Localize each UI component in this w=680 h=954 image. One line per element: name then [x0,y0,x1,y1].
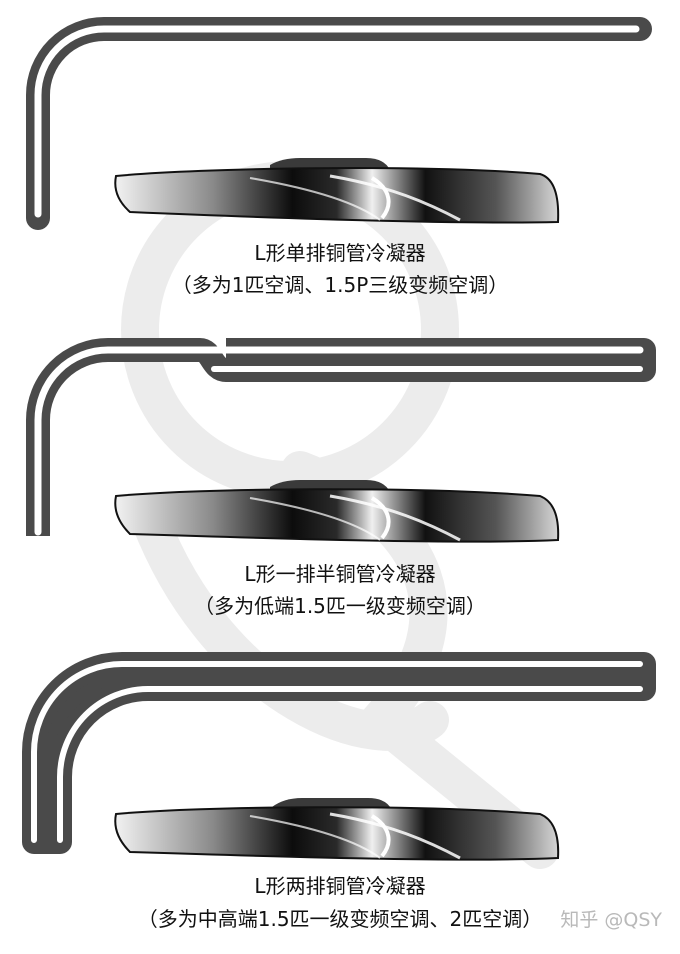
panel-2-note: （多为低端1.5匹一级变频空调） [194,594,486,618]
tube-single-row [26,17,652,230]
panel-1-note: （多为1匹空调、1.5P三级变频空调） [171,273,509,297]
panel-1-title: L形单排铜管冷凝器 [254,241,426,265]
fan-blade-2 [114,480,560,543]
tube-two-row [22,652,656,854]
fan-blade-3 [114,798,560,861]
panel-2-title: L形一排半铜管冷凝器 [244,562,436,586]
tube-one-and-half-row [26,338,656,536]
watermark-text: 知乎 @QSY [560,909,662,931]
fan-blade-1 [114,158,560,224]
panel-3-note: （多为中高端1.5匹一级变频空调、2匹空调） [137,907,543,931]
panel-3-title: L形两排铜管冷凝器 [254,874,426,898]
